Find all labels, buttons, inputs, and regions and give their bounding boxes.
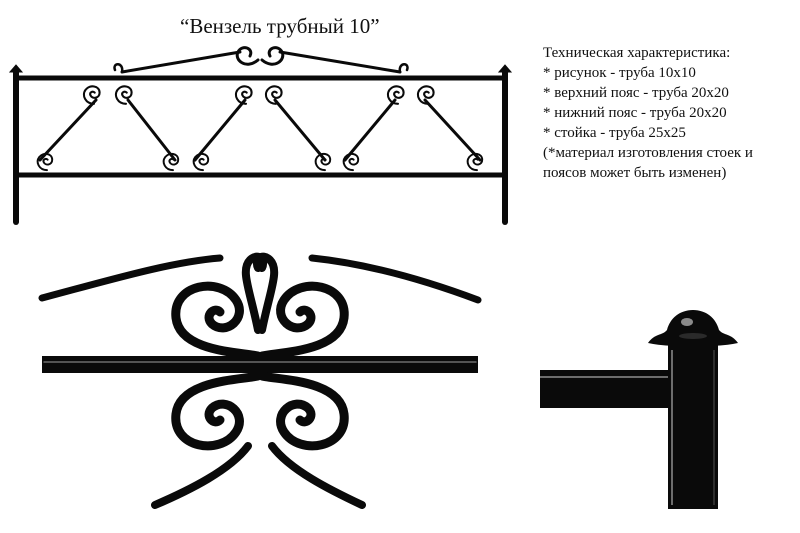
spec-item-top-rail: * верхний пояс - труба 20х20 xyxy=(543,85,729,101)
spec-item-pattern: * рисунок - труба 10х10 xyxy=(543,65,696,81)
product-title: “Вензель трубный 10” xyxy=(180,14,380,38)
spec-item-post: * стойка - труба 25х25 xyxy=(543,125,686,141)
spec-item-bottom-rail: * нижний пояс - труба 20х20 xyxy=(543,105,727,121)
spec-heading: Техническая характеристика: xyxy=(543,45,731,61)
spec-block: Техническая характеристика: * рисунок - … xyxy=(543,43,793,183)
spec-note: (*материал изготовления стоек и поясов м… xyxy=(543,145,753,181)
